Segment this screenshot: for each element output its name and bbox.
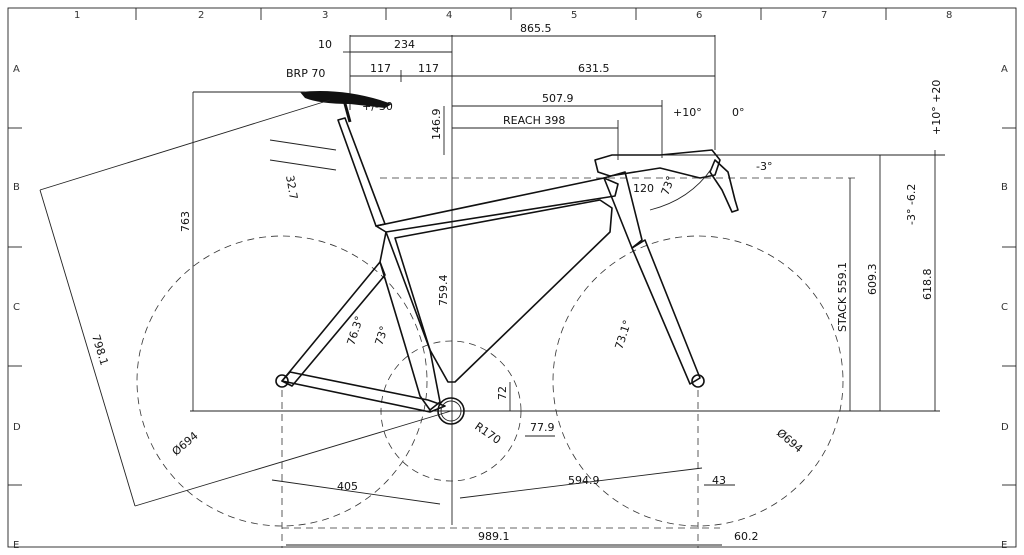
grid-col-5: 5: [571, 10, 577, 21]
angle-0: 0°: [732, 106, 745, 119]
grid-col-7: 7: [821, 10, 827, 21]
dim-plus-minus-30: +/-30: [362, 100, 393, 113]
dim-594-9: 594.9: [568, 474, 600, 487]
front-wheel-outline: [552, 235, 844, 527]
dim-minus-3-minus-6-2: -3° -6.2: [905, 184, 918, 225]
dim-759-4: 759.4: [437, 275, 450, 307]
grid-row-d-right: D: [1001, 422, 1009, 433]
dim-32-7: 32.7: [283, 174, 300, 200]
angle-minus-3: -3°: [756, 160, 772, 173]
dim-234: 234: [394, 38, 415, 51]
dim-117-b: 117: [418, 62, 439, 75]
grid-col-1: 1: [74, 10, 80, 21]
dim-72: 72: [496, 386, 509, 400]
grid-row-c-right: C: [1001, 302, 1008, 313]
grid-col-2: 2: [198, 10, 204, 21]
dim-798-1: 798.1: [89, 333, 111, 367]
handlebar: [594, 149, 739, 213]
dim-10: 10: [318, 38, 332, 51]
angle-73-1: 73.1°: [612, 318, 634, 351]
dim-43: 43: [712, 474, 726, 487]
dim-r170: R170: [472, 420, 503, 447]
dim-60-2: 60.2: [734, 530, 759, 543]
dim-77-9: 77.9: [530, 421, 555, 434]
grid-row-b-right: B: [1001, 182, 1008, 193]
dim-146-9: 146.9: [430, 109, 443, 141]
grid-col-6: 6: [696, 10, 702, 21]
angle-73-head: 73°: [659, 174, 678, 197]
grid-row-a-right: A: [1001, 64, 1008, 75]
saddle: [300, 91, 392, 123]
grid-row-c-left: C: [13, 302, 20, 313]
saddle-model-label: BRP 70: [286, 67, 325, 80]
dim-618-8: 618.8: [921, 269, 934, 301]
reach-label: REACH 398: [503, 114, 565, 127]
grid-row-a-left: A: [13, 64, 20, 75]
dim-405: 405: [337, 480, 358, 493]
dim-117-a: 117: [370, 62, 391, 75]
grid-row-b-left: B: [13, 182, 20, 193]
drawing-border: [7, 7, 1017, 548]
angle-73-seat: 73°: [372, 324, 390, 347]
grid-row-e-right: E: [1001, 540, 1007, 551]
stack-label: STACK 559.1: [836, 262, 849, 332]
dim-989-1: 989.1: [478, 530, 510, 543]
grid-row-e-left: E: [13, 540, 19, 551]
rear-wheel-diameter: Ø694: [170, 429, 201, 458]
grid-col-8: 8: [946, 10, 952, 21]
side-grid-ruler: A B C D E A B C D E: [8, 64, 1016, 551]
grid-col-4: 4: [446, 10, 452, 21]
front-wheel-diameter: Ø694: [774, 426, 805, 455]
grid-row-d-left: D: [13, 422, 21, 433]
dimension-lines: [39, 35, 936, 546]
dim-631-5: 631.5: [578, 62, 610, 75]
grid-col-3: 3: [322, 10, 328, 21]
bike-frame: [275, 117, 705, 425]
dim-plus-10-plus-20: +10° +20: [930, 80, 943, 135]
angle-plus-10: +10°: [673, 106, 702, 119]
top-grid-ruler: 1 2 3 4 5 6 7 8: [74, 8, 952, 21]
dim-609-3: 609.3: [866, 264, 879, 296]
dim-507-9: 507.9: [542, 92, 574, 105]
dim-763: 763: [179, 211, 192, 232]
rear-wheel-outline: [136, 235, 428, 527]
dim-120: 120: [633, 182, 654, 195]
dim-865-5: 865.5: [520, 22, 552, 35]
